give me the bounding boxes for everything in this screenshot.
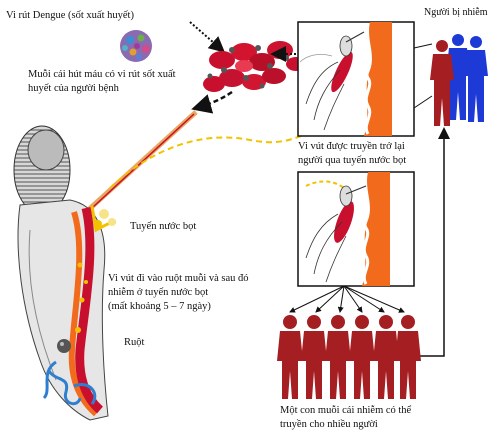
infected-people-label: Người bị nhiễm [424, 7, 488, 18]
mosquito-cross-section [13, 110, 198, 421]
mosquito-infected-icon [297, 171, 415, 287]
salivary-transmission-arrow [109, 127, 331, 189]
box-link-line-1 [413, 43, 433, 49]
virus-gut-line-1: Vi vút đi vào ruột muỗi và sau đó [108, 273, 249, 284]
transmitted-line-1: Vi vút được truyền trở lại [298, 141, 405, 152]
mosquito-sucks-line-2: huyết của người bệnh [28, 83, 119, 94]
crowd-person [325, 315, 351, 399]
virus-title: Vi rút Dengue (sốt xuất huyết) [6, 10, 134, 21]
virus-gut-line-2: nhiễm ở tuyến nước bọt [108, 287, 209, 298]
blood-cells-icon [203, 41, 306, 92]
mosquito-sucks-line-1: Muỗi cái hút máu có vi rút sốt xuất [28, 69, 176, 80]
virus-gut-line-3: (mất khoảng 5 – 7 ngày) [108, 301, 211, 312]
one-mosquito-line-1: Một con muỗi cái nhiễm có thể [280, 405, 412, 416]
infected-crowd [277, 315, 421, 399]
virus-icon [120, 30, 152, 62]
crowd-person [373, 315, 399, 399]
gut-label: Ruột [124, 337, 145, 348]
crowd-person [301, 315, 327, 399]
virus-to-blood-arrow [189, 21, 226, 53]
salivary-gland-label: Tuyến nước bọt [130, 221, 197, 232]
crowd-person [277, 315, 303, 399]
spread-arrows [289, 285, 405, 313]
human-icon [430, 34, 488, 126]
blood-to-proboscis-arrow [191, 90, 233, 114]
transmitted-line-2: người qua tuyến nước bọt [298, 155, 407, 166]
box-link-line-2 [413, 95, 433, 109]
crowd-person [349, 315, 375, 399]
one-mosquito-line-2: truyền cho nhiều người [280, 419, 378, 430]
crowd-person [395, 315, 421, 399]
mosquito-icon [297, 21, 415, 137]
